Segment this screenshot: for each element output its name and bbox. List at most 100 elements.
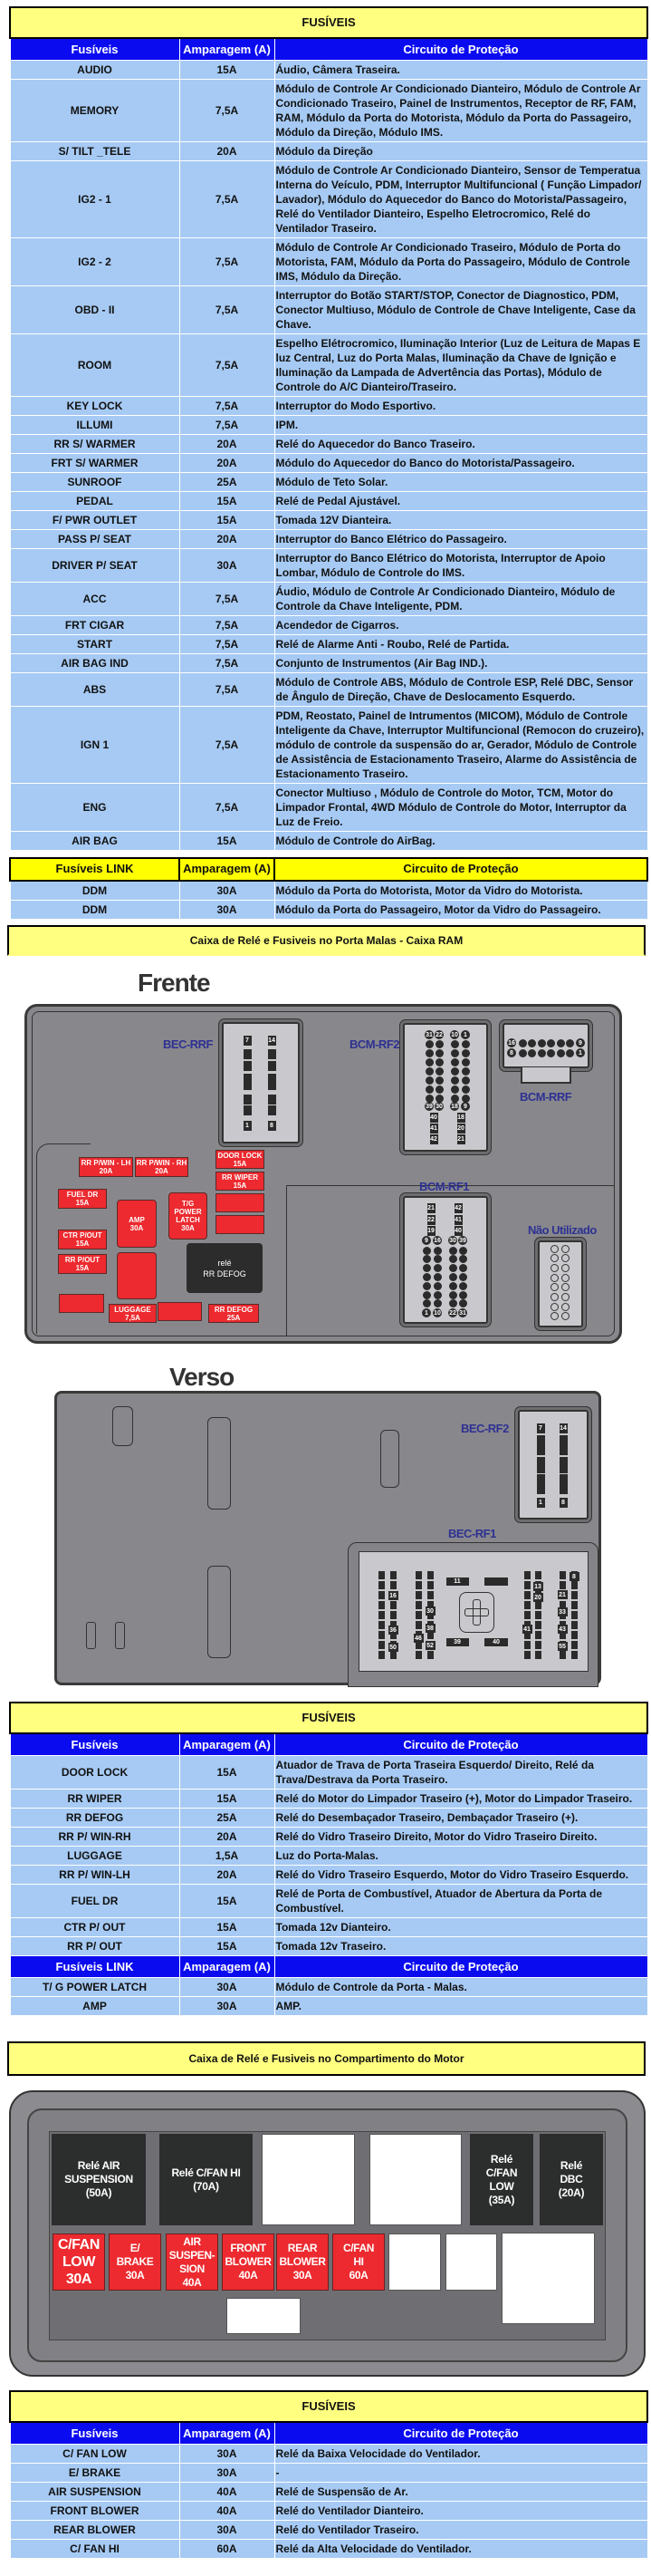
- fuse-label: 30A: [65, 2272, 92, 2287]
- fuse-circuit: Atuador de Trava de Porta Traseira Esque…: [273, 1755, 648, 1790]
- fuse-empty: [117, 1252, 157, 1299]
- fuse-name: AUDIO: [9, 60, 180, 80]
- box-inner-region: [286, 1185, 615, 1336]
- connector-pin: 21: [557, 1590, 568, 1599]
- connector-pin: [435, 1066, 444, 1076]
- table-title: FUSÍVEIS: [9, 2390, 648, 2423]
- connector-pin: [433, 1255, 442, 1264]
- fuse-name: IG2 - 2: [9, 237, 180, 286]
- connector-pin: [415, 1570, 422, 1579]
- connector-pin: [389, 1620, 397, 1629]
- connector-pin: 55: [557, 1642, 568, 1651]
- connector-pin: 18: [456, 1112, 465, 1123]
- fuse-rating: 7,5A: [125, 1313, 140, 1322]
- fuse-rating: 15A: [75, 1199, 90, 1207]
- fuse-circuit: Luz do Porta-Malas.: [273, 1846, 648, 1866]
- fuse-circuit: Módulo do Aquecedor do Banco do Motorist…: [273, 453, 648, 473]
- connector-pin: [415, 1650, 422, 1659]
- fuse-circuit: Relé do Vidro Traseiro Direito, Motor do…: [273, 1827, 648, 1847]
- connector-pin: [556, 1048, 565, 1057]
- fuse-amperage: 15A: [178, 491, 275, 511]
- connector-pin: 38: [425, 1624, 436, 1633]
- connector-pin: 8: [569, 1572, 579, 1581]
- connector-pin: [461, 1066, 470, 1076]
- connector-pin: [450, 1039, 459, 1048]
- fuse-circuit: Interruptor do Banco Elétrico do Passage…: [273, 529, 648, 549]
- connector-pin: [450, 1066, 459, 1076]
- fuse-amperage: 25A: [178, 472, 275, 492]
- fuse-circuit: Módulo de Controle Ar Condicionado Trase…: [273, 237, 648, 286]
- connector-pin: [559, 1630, 566, 1639]
- fuse-circuit: Tomada 12V Dianteira.: [273, 510, 648, 530]
- relay-label: DBC: [560, 2173, 583, 2185]
- connector-pin: [536, 1483, 545, 1494]
- relay-label: Relé AIR: [77, 2159, 120, 2172]
- connector-pin: [534, 1650, 541, 1659]
- fuse-name: RR P/ OUT: [9, 1936, 180, 1956]
- relay-label: SUSPENSION: [64, 2173, 133, 2185]
- fuse-name: IG2 - 1: [9, 160, 180, 238]
- connector-pin: [378, 1610, 385, 1619]
- connector-pin: [570, 1650, 578, 1659]
- connector-bcm-rf2: [403, 1023, 488, 1152]
- connector-pin: [559, 1570, 566, 1579]
- connector-pin: 46: [413, 1634, 424, 1643]
- connector-pin: [389, 1600, 397, 1609]
- fuse-amperage: 30A: [178, 2463, 275, 2483]
- fuse-circuit: Módulo de Teto Solar.: [273, 472, 648, 492]
- connector-pin: [550, 1244, 559, 1253]
- connector-pin: 16: [507, 1038, 516, 1047]
- fuse-name: PASS P/ SEAT: [9, 529, 180, 549]
- connector-pin: [415, 1640, 422, 1649]
- connector-pin: [433, 1272, 442, 1281]
- relay-label: (20A): [558, 2186, 585, 2199]
- connector-pin: [534, 1620, 541, 1629]
- connector-pin: [435, 1048, 444, 1057]
- connector-pin: 41: [522, 1625, 532, 1634]
- connector-bcm-rrf: [503, 1023, 589, 1068]
- connector-pin: [536, 1473, 545, 1484]
- column-header: Fusíveis: [9, 37, 180, 61]
- fuse-name: ENG: [9, 783, 180, 832]
- fuse-amperage: 20A: [178, 453, 275, 473]
- column-header: Circuito de Proteção: [273, 37, 648, 61]
- relay-label: (50A): [85, 2186, 112, 2199]
- connector-pin: [267, 1060, 276, 1071]
- fuse-circuit: Áudio, Módulo de Controle Ar Condicionad…: [273, 582, 648, 616]
- column-header: Amparagem (A): [178, 2421, 275, 2445]
- connector-pin: 22: [426, 1214, 436, 1225]
- engine-relay: Relé C/FAN HI(70A): [159, 2134, 253, 2225]
- connector-pin: [523, 1640, 531, 1649]
- connector-pin: [536, 1444, 545, 1455]
- slot: [380, 1430, 399, 1488]
- connector-pin: [523, 1590, 531, 1599]
- fuse-amperage: 7,5A: [178, 285, 275, 334]
- fuse-circuit: Módulo da Porta do Passageiro, Motor da …: [273, 899, 648, 920]
- connector-pin: 1: [461, 1030, 470, 1039]
- fuse-rating: 15A: [233, 1181, 247, 1190]
- connector-pin: [461, 1039, 470, 1048]
- connector-pin: [537, 1048, 546, 1057]
- connector-pin: [433, 1299, 442, 1308]
- connector-pin: 41: [454, 1214, 463, 1225]
- connector-pin: [523, 1580, 531, 1589]
- connector-pin: [570, 1630, 578, 1639]
- fuse-amperage: 20A: [178, 141, 275, 161]
- connector-pin: [523, 1630, 531, 1639]
- connector-pin: [560, 1263, 570, 1272]
- fuse-circuit: Módulo de Controle Ar Condicionado Diant…: [273, 160, 648, 238]
- empty-slot: [226, 2298, 301, 2334]
- column-header: Fusíveis: [9, 2421, 180, 2445]
- connector-pin: 30: [448, 1236, 457, 1245]
- fuse-circuit: Interruptor do Botão START/STOP, Conecto…: [273, 285, 648, 334]
- fuse-circuit: IPM.: [273, 415, 648, 435]
